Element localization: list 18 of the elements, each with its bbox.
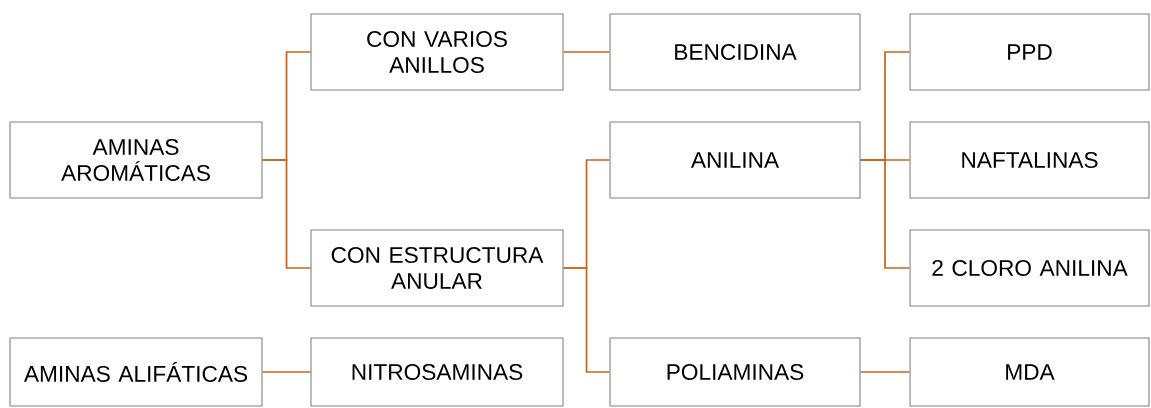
connector-line <box>859 159 911 269</box>
category-box: POLIAMINAS <box>609 337 861 407</box>
category-box: BENCIDINA <box>609 13 861 91</box>
category-box: ANILINA <box>609 121 861 199</box>
connector-line <box>261 159 312 269</box>
connector-line <box>261 371 312 373</box>
category-box: NAFTALINAS <box>909 121 1150 199</box>
category-box: AMINAS ALIFÁTICAS <box>9 337 263 407</box>
category-box: 2 CLORO ANILINA <box>909 229 1150 307</box>
category-box: NITROSAMINAS <box>310 337 564 407</box>
category-box: PPD <box>909 13 1150 91</box>
connector-line <box>562 51 611 53</box>
connector-line <box>562 267 611 373</box>
category-box: CON VARIOS ANILLOS <box>310 13 564 91</box>
category-box: CON ESTRUCTURA ANULAR <box>310 229 564 307</box>
category-box: MDA <box>909 337 1150 407</box>
category-box: AMINAS AROMÁTICAS <box>9 121 263 199</box>
connector-line <box>859 371 911 373</box>
